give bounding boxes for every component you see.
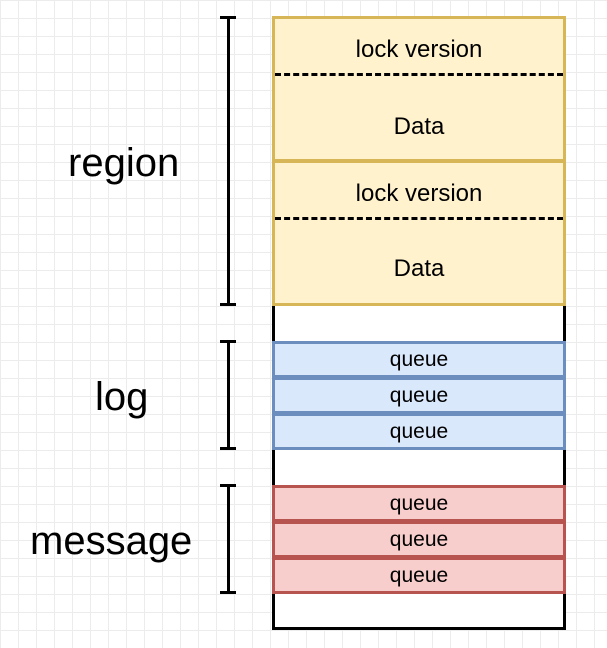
region-block-1-data: Data	[393, 113, 445, 140]
region-label: region	[68, 141, 180, 185]
message-bracket-bottom-cap	[220, 591, 236, 594]
region-block-1: lock version Data	[272, 16, 566, 162]
region-block-2-lock-version: lock version	[355, 180, 483, 207]
log-queue-2: queue	[272, 377, 566, 414]
log-queue-1: queue	[272, 341, 566, 378]
log-bracket-bottom-cap	[220, 447, 236, 450]
log-label: log	[95, 375, 149, 419]
region-block-1-divider	[275, 73, 563, 76]
message-queue-3: queue	[272, 557, 566, 594]
log-queue-3: queue	[272, 413, 566, 450]
message-queue-1: queue	[272, 485, 566, 522]
message-bracket-line	[227, 484, 230, 594]
message-queue-2: queue	[272, 521, 566, 558]
region-bracket-bottom-cap	[220, 303, 236, 306]
region-block-2-divider	[275, 217, 563, 220]
region-block-1-lock-version: lock version	[355, 36, 483, 63]
log-bracket-line	[227, 340, 230, 450]
region-bracket-line	[227, 16, 230, 306]
message-label: message	[30, 519, 193, 563]
region-block-2-data: Data	[393, 255, 445, 282]
region-block-2: lock version Data	[272, 160, 566, 306]
